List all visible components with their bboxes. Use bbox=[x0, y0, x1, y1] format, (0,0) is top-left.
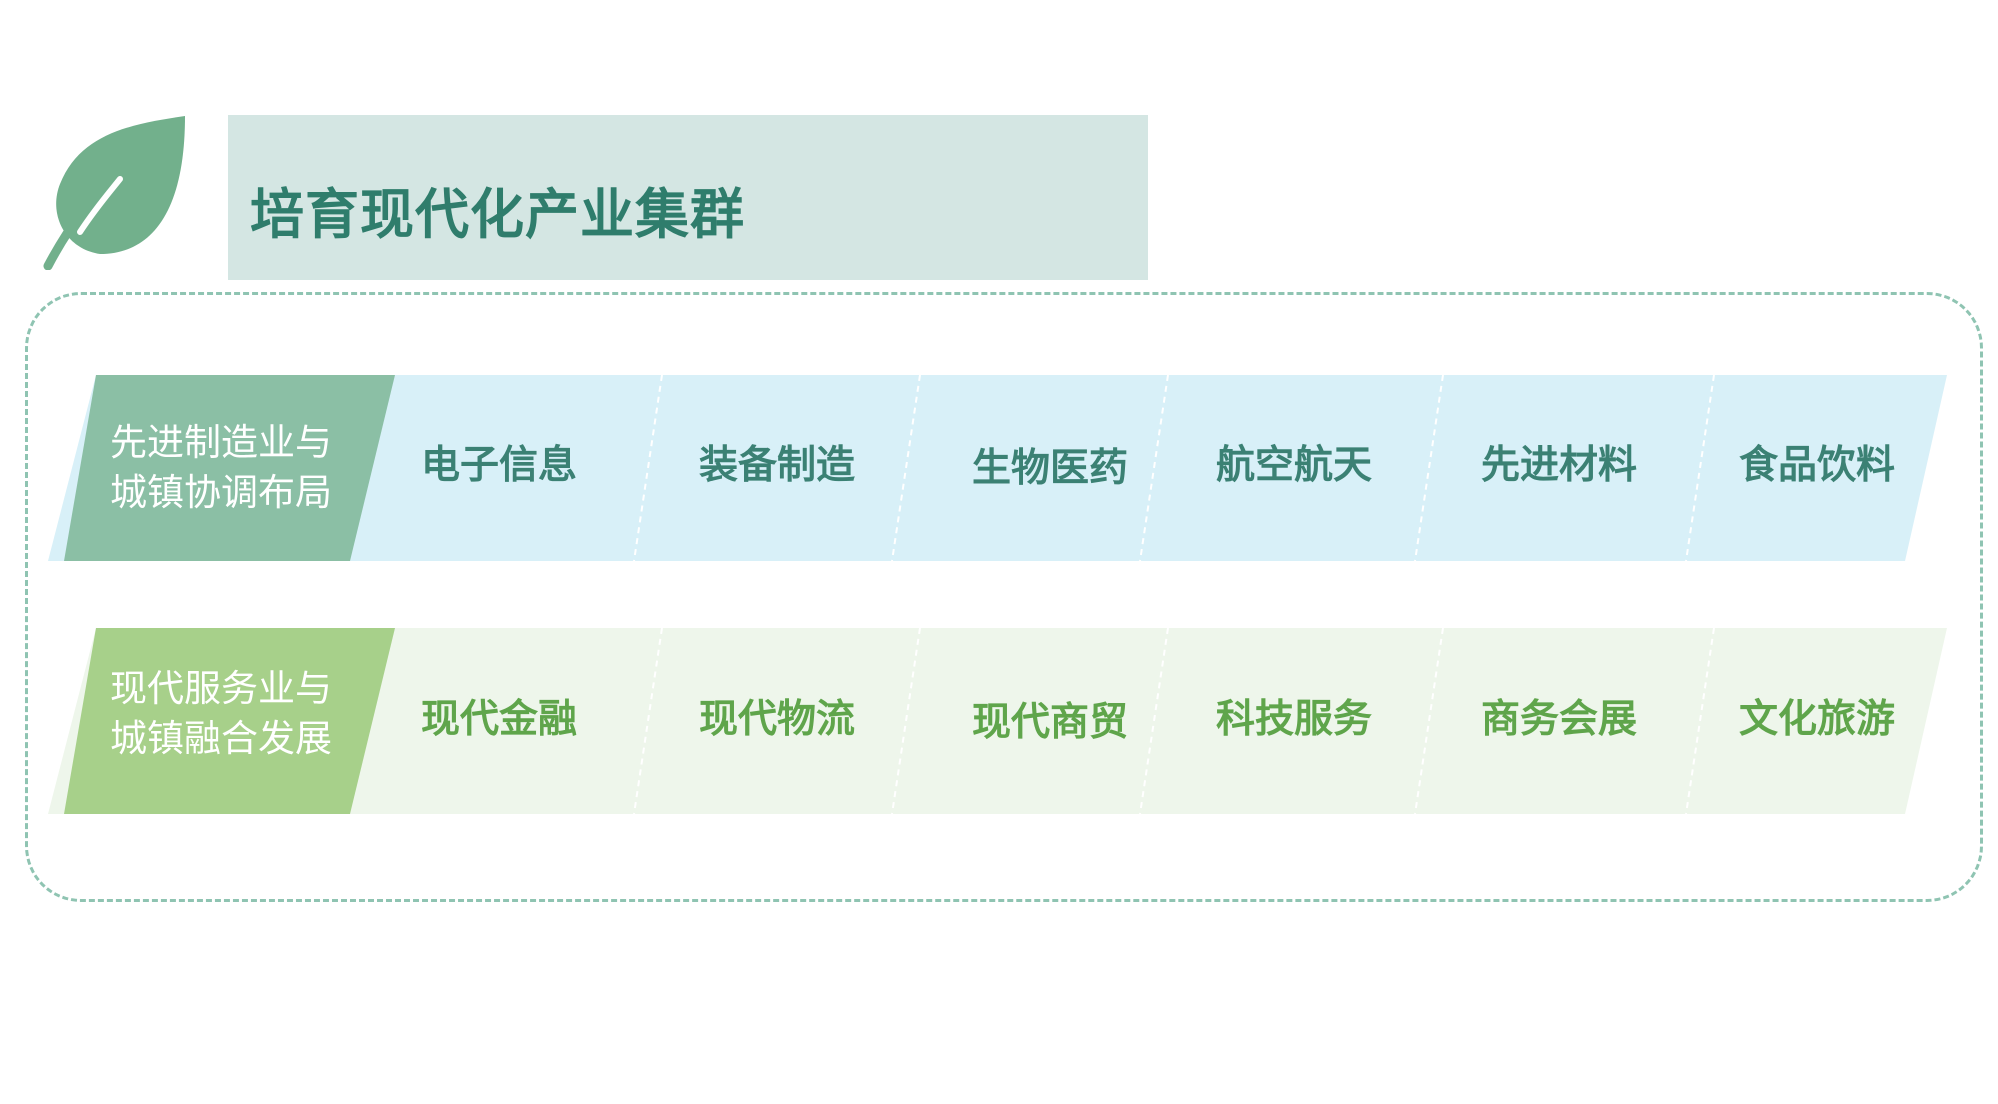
title-banner bbox=[228, 115, 1148, 280]
row1-label-block bbox=[64, 375, 395, 561]
row-label: 先进制造业与 城镇协调布局 bbox=[110, 418, 365, 518]
page-title: 培育现代化产业集群 bbox=[250, 183, 745, 246]
row-label: 现代服务业与 城镇融合发展 bbox=[110, 664, 365, 764]
divider bbox=[1139, 627, 1169, 815]
category-item: 现代金融 bbox=[420, 697, 578, 742]
category-item: 电子信息 bbox=[420, 443, 578, 488]
category-item: 文化旅游 bbox=[1738, 697, 1896, 742]
category-item: 现代商贸 bbox=[971, 700, 1129, 745]
divider bbox=[1414, 627, 1444, 815]
row2-band bbox=[48, 628, 1947, 814]
category-item: 生物医药 bbox=[971, 446, 1129, 491]
divider bbox=[1139, 374, 1169, 562]
dashed-frame bbox=[25, 292, 1983, 902]
category-item: 商务会展 bbox=[1480, 697, 1638, 742]
category-item: 现代物流 bbox=[698, 697, 856, 742]
divider bbox=[633, 374, 663, 562]
row-label-line: 城镇协调布局 bbox=[110, 471, 332, 514]
category-item: 科技服务 bbox=[1215, 697, 1373, 742]
row-label-line: 现代服务业与 bbox=[110, 667, 332, 710]
row-label-line: 先进制造业与 bbox=[110, 421, 332, 464]
divider bbox=[1685, 374, 1715, 562]
category-item: 航空航天 bbox=[1215, 443, 1373, 488]
row1-band bbox=[48, 375, 1947, 561]
category-item: 装备制造 bbox=[698, 443, 856, 488]
row-label-line: 城镇融合发展 bbox=[110, 717, 332, 760]
leaf-icon bbox=[43, 116, 185, 270]
divider bbox=[1685, 627, 1715, 815]
divider bbox=[891, 627, 921, 815]
category-item: 先进材料 bbox=[1480, 443, 1638, 488]
row2-label-block bbox=[64, 628, 395, 814]
category-item: 食品饮料 bbox=[1738, 443, 1896, 488]
divider bbox=[891, 374, 921, 562]
divider bbox=[1414, 374, 1444, 562]
divider bbox=[633, 627, 663, 815]
